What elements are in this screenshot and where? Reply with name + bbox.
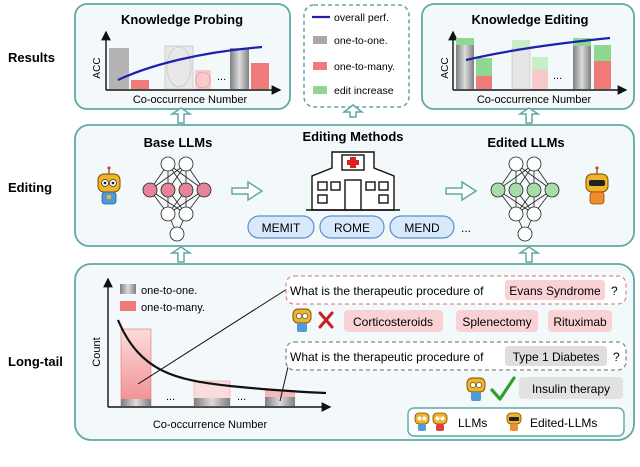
longtail-distribution-curve xyxy=(116,319,327,395)
editing-panel: Base LLMs Editing Methods Edited LLMs xyxy=(74,124,635,247)
check-icon xyxy=(490,376,516,401)
longtail-legend-one: one-to-one. xyxy=(141,285,197,297)
edited-llms-title: Edited LLMs xyxy=(487,135,564,150)
legend-overall: overall perf. xyxy=(334,12,389,24)
row-label-editing: Editing xyxy=(8,180,52,195)
question-1-mark: ? xyxy=(611,284,618,298)
methods-ellipsis: ... xyxy=(461,221,471,235)
longtail-bar-one-to-many xyxy=(120,328,152,407)
svg-text:What is the therapeutic proced: What is the therapeutic procedure of xyxy=(290,284,484,298)
leader-line xyxy=(279,366,289,402)
robot-llm-icon xyxy=(466,377,486,401)
base-network-icon xyxy=(142,156,212,242)
knowledge-editing-panel: Knowledge Editing ACC ... Co-occurrence … xyxy=(421,3,635,110)
answer-chip xyxy=(456,310,538,332)
probing-bar-one-to-one-1 xyxy=(109,48,129,89)
editing-method-pill: ROME xyxy=(319,215,385,239)
leader-line xyxy=(137,288,288,385)
editing-overall-curve xyxy=(465,36,611,62)
answer-chip xyxy=(519,377,623,399)
editing-method-pill: MEMIT xyxy=(247,215,315,239)
method-label: MEMIT xyxy=(262,221,301,235)
question-2-prefix: What is the therapeutic procedure of xyxy=(290,350,484,364)
probing-y-label: ACC xyxy=(92,57,103,78)
robot-llm-icon xyxy=(292,308,312,332)
llm-legend-box: LLMs Edited-LLMs xyxy=(407,407,625,437)
longtail-bar-one-to-one xyxy=(194,398,230,406)
probing-bar-one-to-one-2 xyxy=(164,45,194,90)
svg-text:...: ... xyxy=(553,70,562,82)
answer-label: Corticosteroids xyxy=(353,315,433,329)
knowledge-probing-panel: Knowledge Probing ACC ... Co-occurrence … xyxy=(74,3,291,110)
editing-title: Knowledge Editing xyxy=(472,12,589,27)
right-arrow-icon xyxy=(231,180,264,202)
probing-x-label: Co-occurrence Number xyxy=(133,94,248,106)
question-1-entity: Evans Syndrome xyxy=(509,284,601,298)
legend-one-to-one: one-to-one. xyxy=(334,35,388,47)
legend-llms-label: LLMs xyxy=(458,416,487,430)
svg-text:...: ... xyxy=(166,391,175,403)
longtail-bar-one-to-one xyxy=(265,397,295,406)
longtail-y-label: Count xyxy=(91,337,103,366)
longtail-x-label: Co-occurrence Number xyxy=(153,419,268,431)
method-label: ROME xyxy=(334,221,370,235)
robot-llm-icon xyxy=(97,166,121,205)
legend-edited-label: Edited-LLMs xyxy=(530,416,597,430)
robot-edited-llm-icon xyxy=(585,166,609,205)
answer-chip xyxy=(548,310,612,332)
legend-one-to-many: one-to-many. xyxy=(334,61,395,73)
base-llms-title: Base LLMs xyxy=(144,135,213,150)
results-legend: overall perf. one-to-one. one-to-many. e… xyxy=(303,4,410,108)
longtail-legend-many: one-to-many. xyxy=(141,302,205,314)
question-box-2: What is the therapeutic procedure of Typ… xyxy=(285,341,627,371)
robot-edited-llm-icon xyxy=(506,412,522,431)
editing-method-pill: MEND xyxy=(389,215,455,239)
probing-bar-one-to-many-3 xyxy=(251,63,269,89)
editing-x-label: Co-occurrence Number xyxy=(477,94,592,106)
svg-text:...: ... xyxy=(217,71,226,83)
question-1-prefix: What is the therapeutic procedure of xyxy=(290,284,484,298)
answer-2-label: Insulin therapy xyxy=(532,382,610,396)
legend-edit-increase: edit increase xyxy=(334,85,394,97)
question-box-1: What is the therapeutic procedure of Eva… xyxy=(285,275,627,305)
answer-chip xyxy=(344,310,443,332)
probing-title: Knowledge Probing xyxy=(121,12,243,27)
edited-network-icon xyxy=(490,156,560,242)
row-label-longtail: Long-tail xyxy=(8,354,63,369)
robot-llm-icon xyxy=(432,412,448,431)
answer-label: Rituximab xyxy=(553,315,607,329)
probing-bar-one-to-one-3 xyxy=(230,48,249,89)
probing-bar-one-to-many-1 xyxy=(131,80,149,89)
longtail-panel: Count one-to-one. one-to-many. ... ... C… xyxy=(74,263,635,441)
row-label-results: Results xyxy=(8,50,55,65)
right-arrow-icon xyxy=(445,180,478,202)
longtail-bar-one-to-one xyxy=(121,399,151,406)
cross-icon xyxy=(318,311,334,329)
longtail-ellipsis: ... xyxy=(237,391,246,403)
up-arrow-icons xyxy=(169,104,541,263)
editing-y-label: ACC xyxy=(440,57,451,78)
answer-label: Splenectomy xyxy=(462,315,531,329)
hospital-icon xyxy=(306,151,400,211)
method-label: MEND xyxy=(404,221,440,235)
robot-llm-icon xyxy=(414,412,430,431)
probing-overall-curve xyxy=(117,45,263,81)
editing-methods-title: Editing Methods xyxy=(302,129,403,144)
question-2-entity: Type 1 Diabetes xyxy=(513,350,600,364)
question-2-mark: ? xyxy=(613,350,620,364)
probing-bar-one-to-many-2 xyxy=(195,70,211,89)
